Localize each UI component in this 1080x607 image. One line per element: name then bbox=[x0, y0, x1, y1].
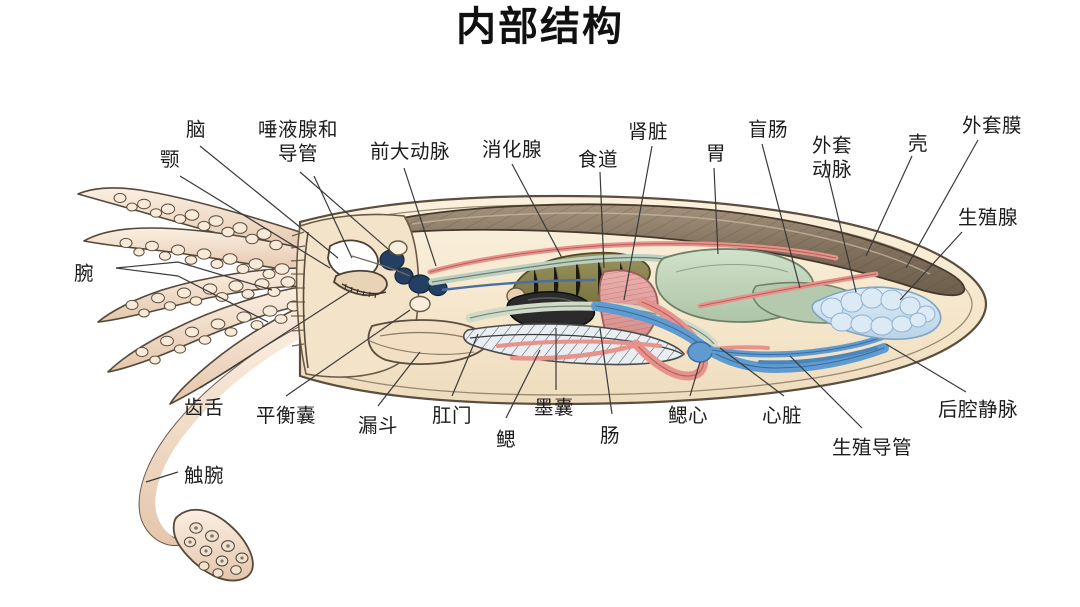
label-shell: 壳 bbox=[908, 132, 929, 155]
label-salivary-gland: 唾液腺和 导管 bbox=[258, 118, 339, 165]
label-brain: 脑 bbox=[186, 118, 207, 141]
head-region bbox=[290, 213, 488, 378]
label-jaw: 颚 bbox=[160, 148, 181, 171]
label-kidney: 肾脏 bbox=[628, 120, 669, 143]
label-mantle-artery: 外套 动脉 bbox=[812, 134, 853, 181]
label-intestine: 肠 bbox=[600, 424, 621, 447]
page-title: 内部结构 bbox=[456, 4, 624, 50]
shell-cuttlebone bbox=[400, 203, 966, 297]
label-ink-sac: 墨囊 bbox=[534, 396, 575, 419]
label-vena-cava: 后腔静脉 bbox=[938, 398, 1019, 421]
label-mantle: 外套膜 bbox=[962, 114, 1023, 137]
label-cecum: 盲肠 bbox=[748, 118, 789, 141]
esophagus-and-aorta bbox=[427, 241, 839, 292]
label-statocyst: 平衡囊 bbox=[256, 404, 317, 427]
label-arm: 腕 bbox=[74, 262, 95, 285]
arm-suckers bbox=[113, 192, 302, 365]
label-anus: 肛门 bbox=[432, 404, 473, 427]
arms-group bbox=[77, 187, 319, 405]
label-gonoduct: 生殖导管 bbox=[832, 436, 913, 459]
label-esophagus: 食道 bbox=[578, 148, 619, 171]
label-gonad: 生殖腺 bbox=[958, 206, 1019, 229]
label-radula: 齿舌 bbox=[184, 396, 225, 419]
tentacle bbox=[138, 317, 322, 582]
label-branchial-heart: 鳃心 bbox=[668, 404, 709, 427]
label-anterior-aorta: 前大动脉 bbox=[370, 140, 451, 163]
veins bbox=[591, 301, 893, 374]
label-stomach: 胃 bbox=[706, 142, 727, 165]
label-digestive-gland: 消化腺 bbox=[482, 138, 543, 161]
label-heart: 心脏 bbox=[762, 404, 803, 427]
label-tentacle: 触腕 bbox=[184, 464, 225, 487]
leader-lines bbox=[115, 139, 979, 483]
label-funnel: 漏斗 bbox=[358, 414, 399, 437]
arteries bbox=[496, 271, 879, 381]
gonad-organ bbox=[811, 286, 942, 341]
label-gill: 鳃 bbox=[496, 428, 517, 451]
